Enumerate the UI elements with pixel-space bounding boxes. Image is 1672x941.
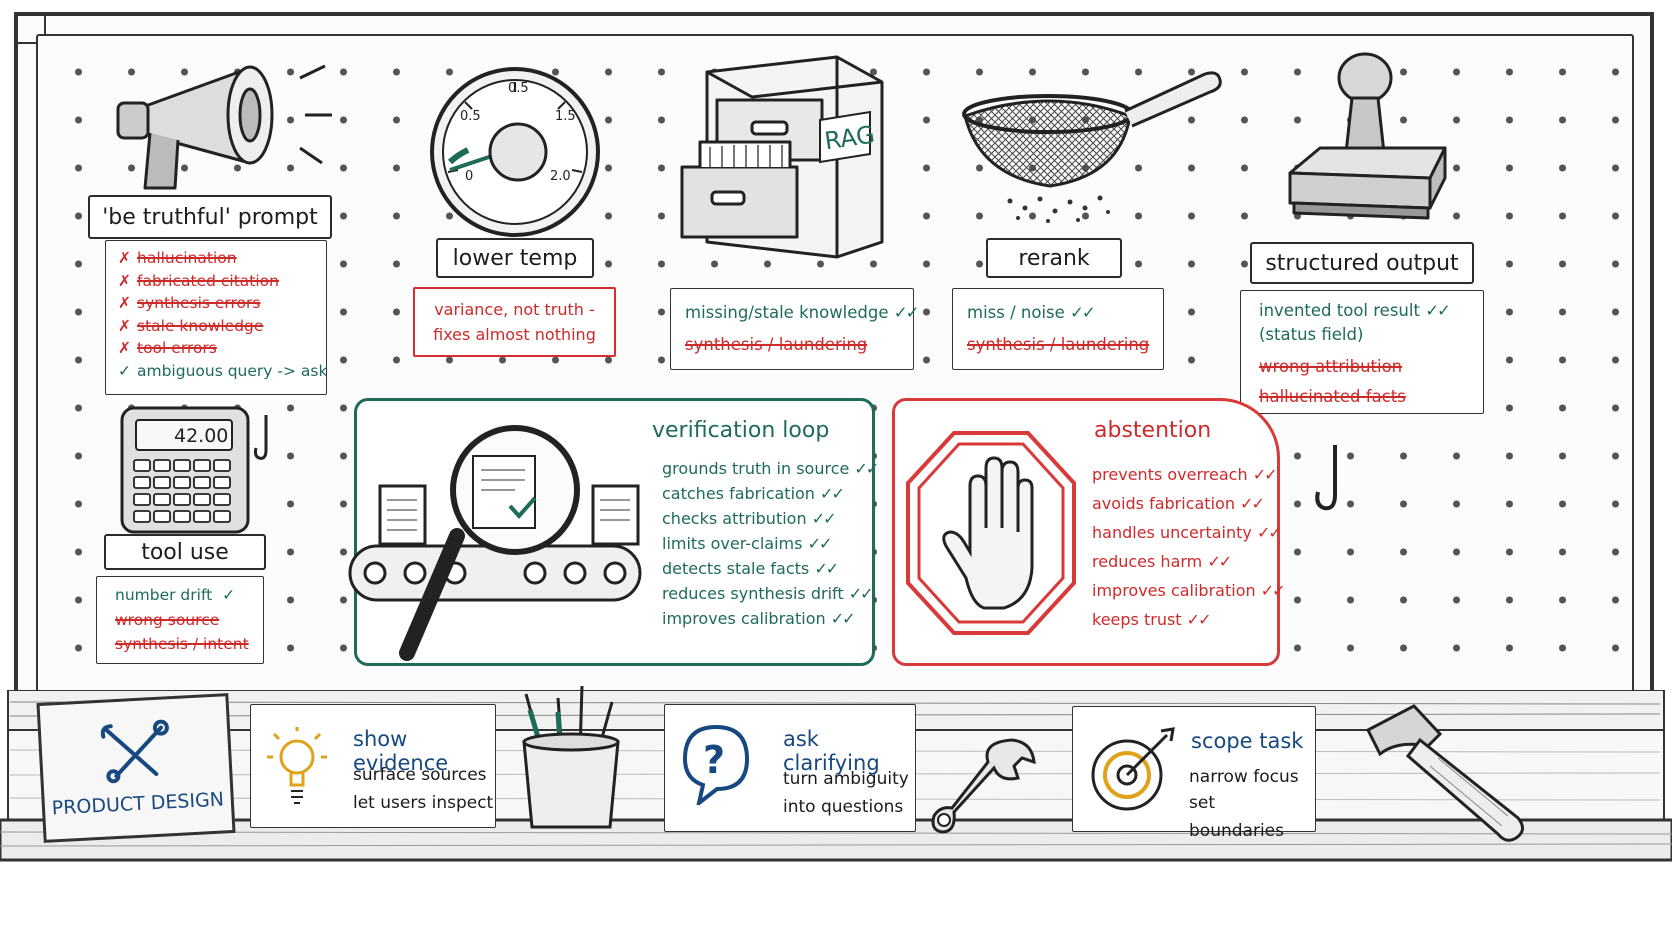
hammer-icon: [1365, 704, 1524, 842]
structured-output-label: structured output: [1250, 242, 1474, 284]
ask-clarifying-title: ask clarifying: [783, 727, 880, 775]
cross-icon: ✗: [118, 249, 131, 267]
product-design-label: PRODUCT DESIGN: [51, 788, 225, 820]
prompt-item-5: ✗tool errors: [118, 339, 217, 357]
rerank-label-text: rerank: [1018, 245, 1090, 271]
pencil-cup-icon: [522, 685, 620, 829]
rag-good: missing/stale knowledge ✓✓: [685, 303, 919, 322]
cross-icon: ✗: [118, 271, 131, 290]
rerank-notes: miss / noise ✓✓ synthesis / laundering: [952, 288, 1164, 370]
wrench-icon: [931, 738, 1036, 834]
abstention-item: improves calibration ✓✓: [1092, 581, 1286, 600]
target-icon: [1091, 727, 1175, 811]
cross-icon: ✗: [118, 316, 131, 335]
lower-temp-label: lower temp: [436, 238, 594, 278]
dial-tick-zero: 0: [465, 169, 473, 184]
scope-task-line2: set boundaries: [1189, 793, 1284, 841]
rag-bad: synthesis / laundering: [685, 335, 868, 354]
abstention-list: prevents overreach ✓✓ avoids fabrication…: [1092, 460, 1286, 634]
verification-item: detects stale facts ✓✓: [662, 559, 839, 578]
scope-task-title: scope task: [1191, 729, 1304, 753]
megaphone-icon: [116, 64, 332, 190]
lower-temp-label-text: lower temp: [452, 245, 578, 271]
tool-use-label: tool use: [104, 534, 266, 570]
peg-hook-icon: [253, 415, 268, 460]
dial-tick-max: 2.0: [550, 169, 571, 184]
verification-item: improves calibration ✓✓: [662, 609, 856, 628]
tool-use-good: number drift ✓: [115, 586, 235, 604]
lightbulb-icon: [267, 727, 327, 804]
temperature-dial-icon: 0.5 0.5 1.5 0 2.0: [430, 67, 600, 237]
abstention-item: prevents overreach ✓✓: [1092, 465, 1277, 484]
calculator-icon: 42.00: [120, 406, 250, 534]
prompt-item-2: ✗fabricated citation: [118, 271, 279, 290]
lower-temp-note-line1: variance, not truth -: [434, 300, 595, 319]
prompt-notes: ✗hallucination ✗fabricated citation ✗syn…: [105, 240, 327, 395]
abstention-item: handles uncertainty ✓✓: [1092, 523, 1282, 542]
verification-item: reduces synthesis drift ✓✓: [662, 584, 874, 603]
structured-good-2: (status field): [1259, 325, 1364, 344]
structured-bad-2: hallucinated facts: [1259, 387, 1406, 406]
prompt-item-6: ✓ambiguous query -> ask: [118, 361, 328, 380]
structured-good-1: invented tool result ✓✓: [1259, 301, 1451, 320]
rag-sign-text: RAG: [823, 121, 877, 156]
abstention-item: avoids fabrication ✓✓: [1092, 494, 1265, 513]
lower-temp-note-line2: fixes almost nothing: [433, 325, 596, 344]
scope-task-line1: narrow focus: [1189, 767, 1299, 787]
wrench-screwdriver-icon: [100, 719, 169, 784]
check-icon: [508, 496, 537, 519]
stop-hand-icon: [906, 431, 1076, 635]
prompt-label: 'be truthful' prompt: [88, 195, 332, 239]
cross-icon: ✗: [118, 294, 131, 312]
verification-item: limits over-claims ✓✓: [662, 534, 832, 553]
verification-item: checks attribution ✓✓: [662, 509, 836, 528]
question-bubble-icon: ?: [682, 724, 750, 805]
dial-tick-right: 1.5: [555, 109, 576, 124]
rubber-stamp-icon: [1288, 52, 1447, 220]
magnifier-conveyor-icon: [348, 425, 642, 661]
tool-use-bad-1: wrong source: [115, 610, 220, 629]
calculator-display: 42.00: [174, 425, 228, 447]
show-evidence-line1: surface sources: [353, 765, 487, 785]
structured-bad-1: wrong attribution: [1259, 357, 1403, 376]
lower-temp-note: variance, not truth - fixes almost nothi…: [413, 287, 616, 357]
ask-clarifying-line2: into questions: [783, 797, 904, 817]
tool-use-bad-2: synthesis / intent: [115, 635, 249, 653]
dial-tick-left: 0.5: [460, 109, 481, 124]
verification-item: catches fabrication ✓✓: [662, 484, 845, 503]
prompt-item-1: ✗hallucination: [118, 249, 237, 267]
show-evidence-card: show evidence surface sources let users …: [250, 704, 496, 828]
ask-clarifying-card: ? ask clarifying turn ambiguity into que…: [664, 704, 916, 832]
abstention-item: keeps trust ✓✓: [1092, 610, 1211, 629]
strainer-icon: [962, 71, 1222, 223]
verification-title: verification loop: [652, 418, 830, 443]
file-cabinet-icon: RAG: [680, 55, 884, 259]
rerank-bad: synthesis / laundering: [967, 335, 1150, 354]
abstention-item: reduces harm ✓✓: [1092, 552, 1232, 571]
question-mark: ?: [703, 738, 725, 782]
scope-task-card: scope task narrow focus set boundaries: [1072, 706, 1316, 841]
show-evidence-title: show evidence: [353, 727, 449, 775]
show-evidence-line2: let users inspect: [353, 793, 494, 813]
check-icon: ✓: [118, 361, 131, 380]
rag-notes: missing/stale knowledge ✓✓ synthesis / l…: [670, 288, 919, 370]
prompt-item-3: ✗synthesis errors: [118, 294, 261, 312]
tool-use-label-text: tool use: [141, 539, 229, 565]
tool-use-notes: number drift ✓ wrong source synthesis / …: [96, 576, 264, 664]
ask-clarifying-line1: turn ambiguity: [783, 769, 909, 789]
product-design-sign: PRODUCT DESIGN: [36, 693, 236, 843]
dial-tick-top: 0.5: [508, 81, 529, 96]
prompt-label-text: 'be truthful' prompt: [102, 204, 318, 230]
structured-notes: invented tool result ✓✓ (status field) w…: [1240, 290, 1484, 414]
empty-peg-hook-icon: [1315, 445, 1337, 511]
verification-list: grounds truth in source ✓✓ catches fabri…: [662, 456, 879, 631]
verification-item: grounds truth in source ✓✓: [662, 459, 879, 478]
structured-output-label-text: structured output: [1265, 250, 1459, 276]
rerank-label: rerank: [986, 238, 1122, 278]
rerank-good: miss / noise ✓✓: [967, 303, 1096, 322]
prompt-item-4: ✗stale knowledge: [118, 316, 264, 335]
abstention-title: abstention: [1094, 418, 1212, 443]
cross-icon: ✗: [118, 339, 131, 357]
